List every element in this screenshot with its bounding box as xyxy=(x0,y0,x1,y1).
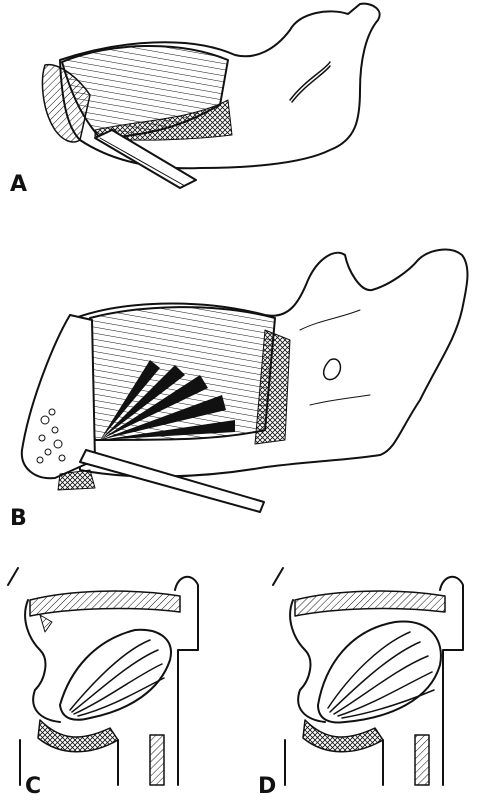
panel-c-tongue xyxy=(60,630,171,720)
panel-a-mylohyoid-groove xyxy=(290,62,330,102)
panel-c-drawing xyxy=(8,568,198,785)
panel-c-lips xyxy=(8,568,60,722)
panel-b-hyoid-bar xyxy=(80,450,264,512)
panel-d-label: D xyxy=(258,776,276,798)
panel-c-palate xyxy=(30,591,180,616)
panel-d-lips xyxy=(273,568,325,722)
panel-d-palate xyxy=(295,591,445,616)
panel-b-ramus-detail xyxy=(324,359,341,380)
panel-a-drawing xyxy=(42,4,379,188)
panel-d-hyoid xyxy=(303,720,383,752)
panel-b-label: B xyxy=(10,508,27,530)
panel-d-tongue xyxy=(318,622,441,723)
panel-d-drawing xyxy=(273,568,463,785)
panel-c-hyoid xyxy=(38,720,118,752)
panel-c-label: C xyxy=(25,776,41,798)
panel-a-label: A xyxy=(10,174,27,196)
panel-b-drawing xyxy=(22,250,468,512)
